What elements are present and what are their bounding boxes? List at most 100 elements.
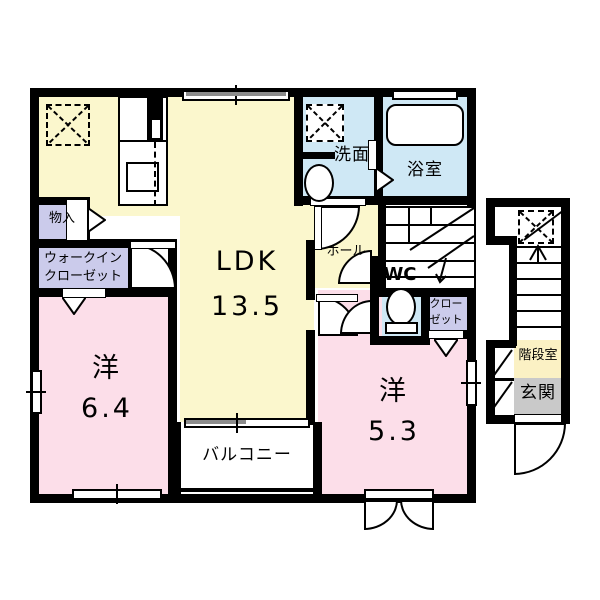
wall-left-bedroom-right	[168, 239, 177, 503]
stair-tread	[386, 260, 474, 262]
bathtub	[386, 104, 464, 146]
kitchen-divider-line	[118, 140, 168, 142]
wall-wet-bottom	[294, 196, 476, 205]
ext-stair-tread	[517, 262, 563, 264]
room-area-ldk: 13.5	[210, 291, 284, 322]
wall-stairblock-left-upper	[486, 198, 495, 244]
kitchen-range	[150, 118, 162, 140]
window-left-bedroom-side-mullion	[26, 391, 46, 393]
room-fill-yoshitsu-64	[38, 290, 176, 495]
room-label-closet-line1: クロー	[429, 297, 463, 310]
window-bath-top	[392, 90, 458, 100]
room-fill-kaidan	[514, 340, 562, 378]
washing-machine-space-cross	[307, 105, 343, 141]
room-label-ldk: LDK	[215, 246, 279, 277]
wall-stairblock-top	[486, 198, 570, 207]
room-label-yoshitsu-53: 洋	[379, 376, 409, 407]
vanity-counter-line	[303, 152, 335, 159]
attic-hatch-left-cross	[47, 105, 89, 145]
room-area-yoshitsu-64: 6.4	[81, 393, 133, 424]
balcony-slider-panel	[186, 420, 246, 424]
ext-stair-tread	[517, 278, 563, 280]
left-bedroom-door-panel[interactable]	[130, 241, 176, 249]
right-bedroom-door-swing-left[interactable]	[364, 500, 398, 530]
wall-stairblock-left-lower	[486, 340, 495, 424]
room-label-hall: ホール	[326, 244, 366, 259]
room-label-wic-line1: ウォークイン	[43, 251, 122, 266]
ldk-hall-lower-door-panel[interactable]	[316, 294, 358, 302]
room-area-yoshitsu-53: 5.3	[368, 416, 420, 447]
genkan-door-swing[interactable]	[514, 423, 566, 475]
room-label-wic-line2: クローゼット	[43, 269, 122, 284]
right-bedroom-bottom-doors[interactable]	[364, 489, 434, 500]
window-ldk-top-sash	[186, 92, 286, 96]
senmen-bath-door[interactable]	[368, 140, 377, 170]
wic-door-direction-icon	[62, 297, 86, 315]
attic-hatch-left	[46, 104, 90, 146]
hall-ldk-door-panel[interactable]	[314, 206, 322, 250]
wall-stairblock-notch	[486, 236, 516, 245]
ext-stair-direction-arrow	[529, 244, 547, 262]
senmen-entry-door[interactable]	[310, 198, 366, 206]
room-fill-closet	[424, 296, 468, 332]
meter-box-divider	[490, 378, 514, 381]
wall-wc-left	[370, 256, 379, 344]
room-fill-wic	[38, 248, 136, 290]
wall-bottom-balcony-base	[172, 494, 322, 503]
senmen-door-direction-icon	[376, 168, 394, 192]
wall-wic-top	[30, 239, 176, 248]
room-label-monoire: 物入	[48, 211, 75, 226]
wall-senmen-bath-divider	[374, 96, 383, 204]
room-fill-ldk-lower	[180, 96, 314, 422]
room-label-balcony: バルコニー	[202, 445, 292, 465]
kitchen-sink	[126, 162, 159, 192]
ext-stair-tread	[517, 310, 563, 312]
room-label-closet-line2: ゼット	[429, 313, 463, 326]
right-bedroom-door-swing-right[interactable]	[400, 500, 434, 530]
wall-ldk-right-bottom	[306, 330, 315, 425]
wall-senmen-left	[294, 96, 303, 204]
stair-tread-vertical2	[430, 206, 432, 226]
wall-ldk-right-lower	[306, 240, 315, 300]
balcony-rail	[176, 488, 318, 492]
closet-door[interactable]	[428, 330, 464, 339]
meter-box-stub	[488, 384, 494, 400]
ext-stair-tread	[517, 294, 563, 296]
ext-stair-tread	[517, 326, 563, 328]
wall-wc-bottom	[370, 336, 430, 345]
genkan-door-panel[interactable]	[514, 414, 562, 423]
wall-bottom-balcony-right	[313, 422, 322, 503]
room-label-wc: WC	[383, 264, 417, 285]
room-label-kaidan: 階段室	[518, 348, 558, 363]
vanity-basin	[304, 164, 334, 202]
room-fill-genkan	[514, 378, 562, 416]
monoire-door-direction-icon	[88, 208, 106, 232]
wall-stairblock-right	[561, 198, 570, 424]
wall-left-bedroom-right-upper	[168, 239, 177, 259]
window-right-bedroom-side-mullion	[461, 382, 481, 384]
balcony-slider-mullion	[236, 413, 238, 433]
balcony-slider[interactable]	[184, 418, 310, 428]
window-left-bedroom-bottom-mullion	[116, 484, 118, 504]
closet-door-direction-icon	[434, 339, 458, 357]
wall-stairs-left	[378, 249, 386, 297]
wall-stairblock-landing	[486, 340, 516, 348]
room-label-yokushitsu: 浴室	[407, 160, 443, 180]
wall-stairblock-notch-v	[509, 236, 517, 346]
toilet-bowl	[386, 288, 416, 326]
stair-tread-vertical	[408, 206, 410, 244]
stairblock-attic-hatch-cross	[519, 211, 553, 243]
stairblock-attic-hatch	[518, 210, 554, 244]
wall-hall-right	[378, 203, 386, 249]
wall-stairs-bottom-interior	[378, 288, 476, 297]
kitchen-cabinet-dashed	[154, 142, 168, 206]
toilet-tank	[385, 322, 418, 334]
stair-direction-arrow	[409, 207, 475, 284]
stair-tread	[386, 242, 474, 244]
wall-ldk-left-divider	[30, 197, 90, 205]
room-label-yoshitsu-64: 洋	[92, 353, 122, 384]
stair-tread	[386, 276, 474, 278]
meter-box-diagonals	[491, 349, 513, 411]
room-label-genkan: 玄関	[520, 383, 556, 403]
